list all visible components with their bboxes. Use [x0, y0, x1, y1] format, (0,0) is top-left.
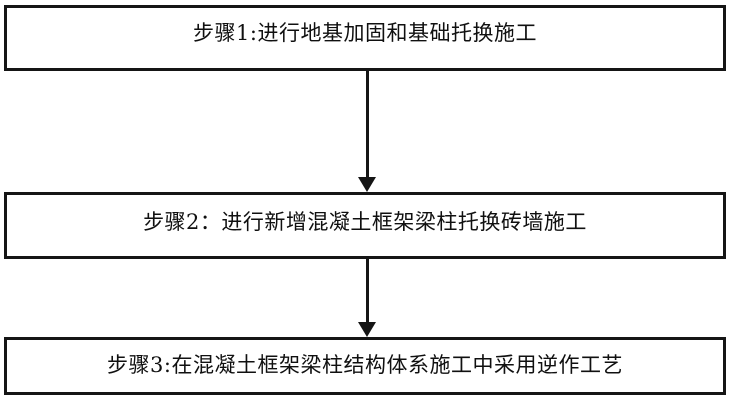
step-2-label: 步骤2：进行新增混凝土框架梁柱托换砖墙施工	[143, 209, 587, 234]
flowchart-node-step-3: 步骤3:在混凝土框架梁柱结构体系施工中采用逆作工艺	[4, 337, 726, 395]
arrow-shaft	[365, 71, 369, 178]
arrow-step2-to-step3	[357, 259, 377, 337]
flowchart-node-step-2: 步骤2：进行新增混凝土框架梁柱托换砖墙施工	[4, 192, 726, 259]
step-3-label: 步骤3:在混凝土框架梁柱结构体系施工中采用逆作工艺	[107, 353, 623, 378]
flowchart-node-step-1: 步骤1:进行地基加固和基础托换施工	[4, 5, 726, 71]
arrow-step1-to-step2	[357, 71, 377, 192]
arrow-shaft	[365, 259, 369, 323]
step-1-label: 步骤1:进行地基加固和基础托换施工	[193, 21, 537, 46]
arrow-head-down-icon	[358, 322, 376, 337]
arrow-head-down-icon	[358, 177, 376, 192]
